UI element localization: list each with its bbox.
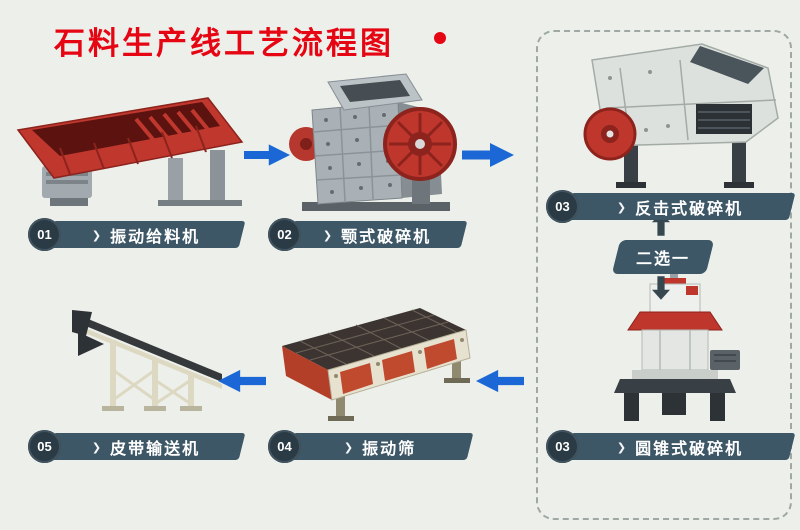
cone-crusher-illustration xyxy=(598,266,754,426)
flow-arrow-1-right xyxy=(244,142,290,173)
title-dot xyxy=(434,32,446,44)
step-number-badge: 01 xyxy=(28,218,61,251)
step-ribbon: ❯ 圆锥式破碎机 xyxy=(564,433,796,460)
jaw-crusher-illustration xyxy=(288,70,464,218)
choice-label-text: 二选一 xyxy=(636,251,691,268)
step-label-jaw-crusher: ❯ 颚式破碎机 02 xyxy=(268,218,468,251)
step-label-vibrating-feeder: ❯ 振动给料机 01 xyxy=(28,218,246,251)
impact-crusher-icon xyxy=(583,43,779,188)
vibrating-screen-illustration xyxy=(270,296,478,426)
chevron-icon: ❯ xyxy=(91,441,104,453)
choice-label: 二选一 xyxy=(611,240,715,274)
step-number-badge: 05 xyxy=(28,430,61,463)
step-label-vibrating-screen: ❯ 振动筛 04 xyxy=(268,430,474,463)
cone-crusher-icon xyxy=(614,268,740,421)
step-ribbon: ❯ 反击式破碎机 xyxy=(564,193,796,220)
step-name: 皮带输送机 xyxy=(110,440,201,458)
chevron-icon: ❯ xyxy=(91,229,104,241)
step-name: 颚式破碎机 xyxy=(341,228,432,246)
flow-arrow-2-right xyxy=(460,142,516,173)
vibrating-feeder-icon xyxy=(16,97,244,206)
step-ribbon: ❯ 颚式破碎机 xyxy=(286,221,468,248)
impact-crusher-illustration xyxy=(550,38,788,190)
crusher-choice-box xyxy=(536,30,792,520)
chevron-icon: ❯ xyxy=(616,441,629,453)
step-label-cone-crusher: ❯ 圆锥式破碎机 03 xyxy=(546,430,796,463)
chevron-icon: ❯ xyxy=(616,201,629,213)
page-title: 石料生产线工艺流程图 xyxy=(54,26,394,61)
step-label-belt-conveyor: ❯ 皮带输送机 05 xyxy=(28,430,246,463)
choice-arrow-down-icon xyxy=(652,276,670,305)
step-ribbon: ❯ 振动筛 xyxy=(286,433,474,460)
step-label-impact-crusher: ❯ 反击式破碎机 03 xyxy=(546,190,796,223)
step-name: 圆锥式破碎机 xyxy=(635,440,744,458)
step-name: 振动给料机 xyxy=(110,228,201,246)
jaw-crusher-icon xyxy=(289,73,457,211)
vibrating-screen-icon xyxy=(282,308,471,421)
step-ribbon: ❯ 振动给料机 xyxy=(46,221,246,248)
step-number-badge: 03 xyxy=(546,190,579,223)
flow-arrow-3-left xyxy=(476,368,524,399)
belt-conveyor-icon xyxy=(72,310,222,411)
step-name: 振动筛 xyxy=(362,440,417,458)
belt-conveyor-illustration xyxy=(70,300,228,428)
chevron-icon: ❯ xyxy=(343,441,356,453)
step-ribbon: ❯ 皮带输送机 xyxy=(46,433,246,460)
chevron-icon: ❯ xyxy=(322,229,335,241)
step-name: 反击式破碎机 xyxy=(635,200,744,218)
step-number-badge: 03 xyxy=(546,430,579,463)
step-number-badge: 04 xyxy=(268,430,301,463)
vibrating-feeder-illustration xyxy=(16,86,250,212)
flow-arrow-4-left xyxy=(218,368,266,399)
step-number-badge: 02 xyxy=(268,218,301,251)
